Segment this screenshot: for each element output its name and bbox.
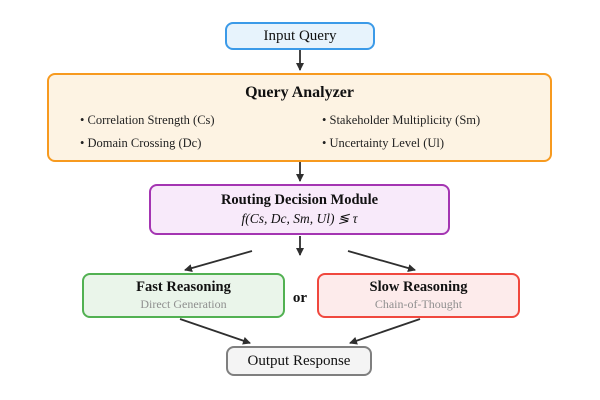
arrow-to-slow bbox=[347, 250, 416, 272]
input-query-node: Input Query bbox=[225, 22, 375, 50]
query-analyzer-node: Query Analyzer • Correlation Strength (C… bbox=[47, 73, 552, 162]
arrow-slow-to-output bbox=[349, 318, 421, 345]
arrow-to-fast bbox=[184, 250, 253, 272]
bullet-domain-crossing: • Domain Crossing (Dc) bbox=[80, 136, 202, 150]
routing-decision-formula: f(Cs, Dc, Sm, Ul) ≶ τ bbox=[241, 211, 358, 226]
fast-reasoning-title: Fast Reasoning bbox=[136, 279, 231, 295]
analyzer-bullets-right: • Stakeholder Multiplicity (Sm) • Uncert… bbox=[322, 109, 480, 155]
routing-decision-title: Routing Decision Module bbox=[220, 192, 379, 208]
slow-reasoning-subtitle: Chain-of-Thought bbox=[374, 297, 463, 311]
fast-reasoning-node: Fast Reasoning Direct Generation bbox=[82, 273, 285, 318]
or-label: or bbox=[292, 290, 308, 306]
bullet-uncertainty-level: • Uncertainty Level (Ul) bbox=[322, 136, 445, 150]
query-analyzer-title: Query Analyzer bbox=[245, 84, 354, 101]
fast-reasoning-subtitle: Direct Generation bbox=[140, 297, 227, 311]
input-query-label: Input Query bbox=[263, 27, 337, 44]
routing-decision-node: Routing Decision Module f(Cs, Dc, Sm, Ul… bbox=[149, 184, 450, 235]
bullet-stakeholder-multiplicity: • Stakeholder Multiplicity (Sm) bbox=[322, 113, 481, 127]
analyzer-bullets-left: • Correlation Strength (Cs) • Domain Cro… bbox=[80, 109, 215, 155]
bullet-correlation-strength: • Correlation Strength (Cs) bbox=[80, 113, 215, 127]
slow-reasoning-node: Slow Reasoning Chain-of-Thought bbox=[317, 273, 520, 318]
output-response-node: Output Response bbox=[226, 346, 372, 376]
arrow-fast-to-output bbox=[179, 318, 251, 345]
output-response-label: Output Response bbox=[247, 352, 351, 369]
slow-reasoning-title: Slow Reasoning bbox=[369, 279, 468, 295]
